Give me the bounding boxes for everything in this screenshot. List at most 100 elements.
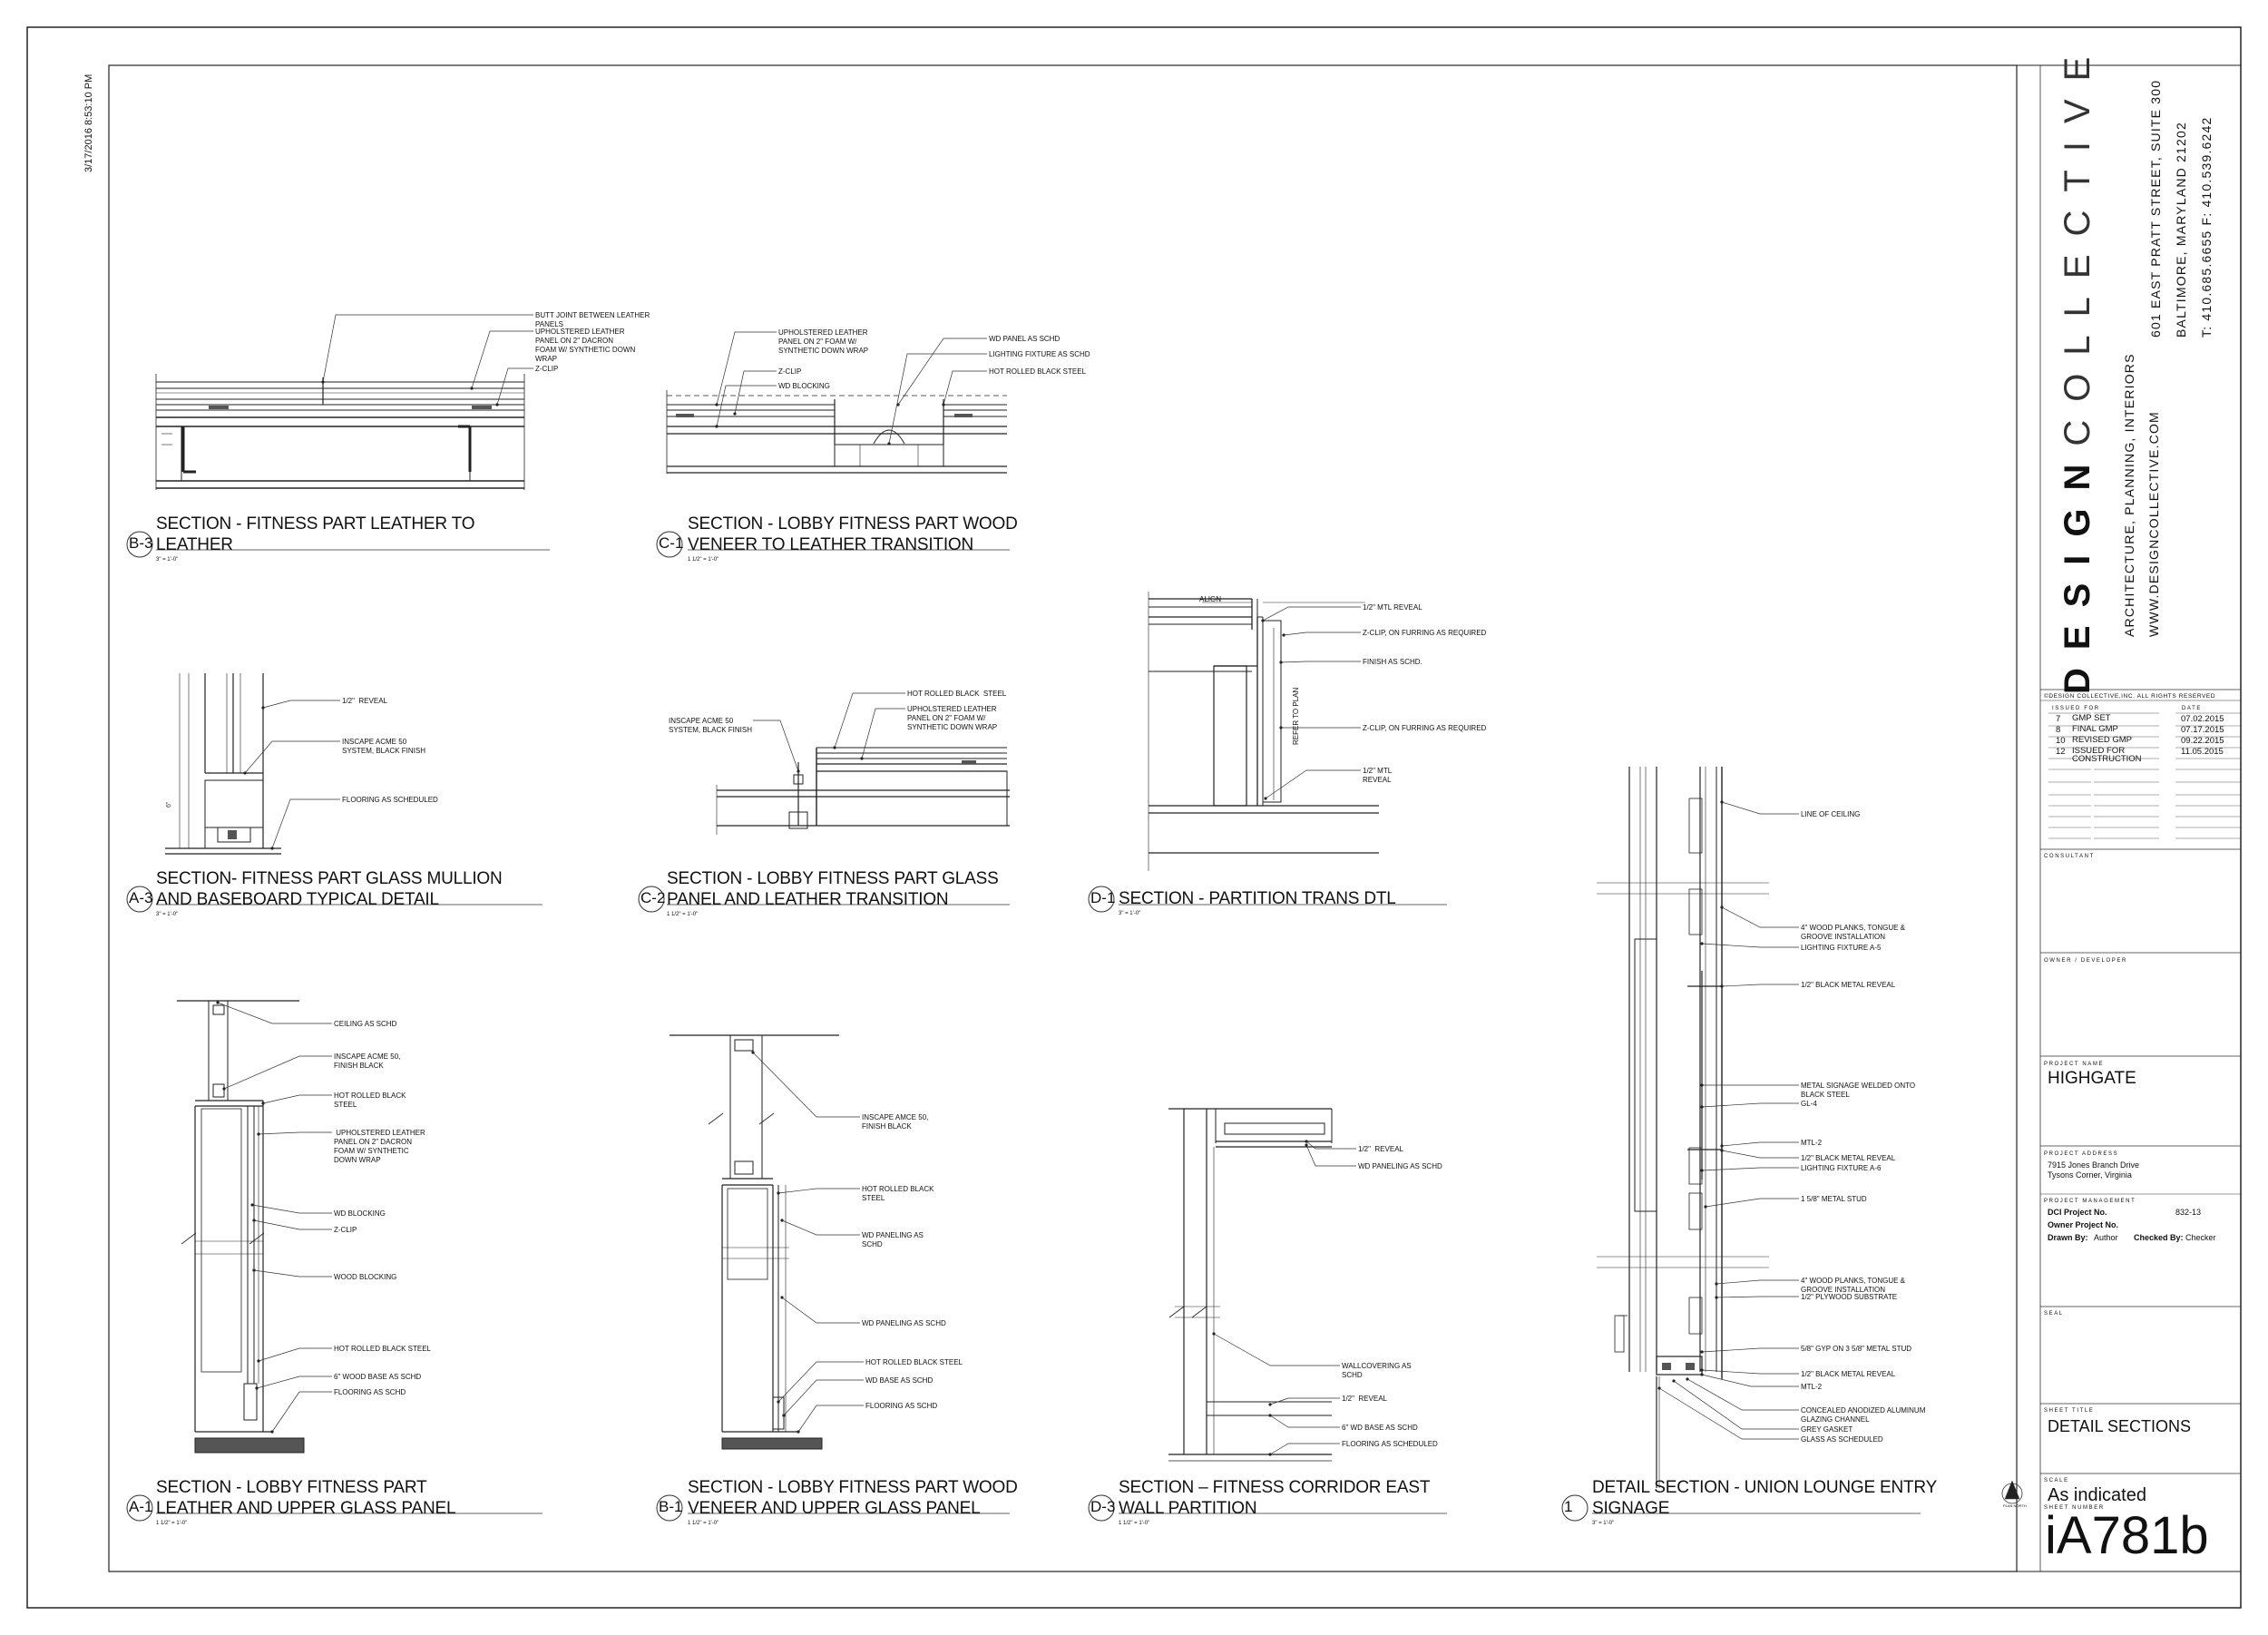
section-tag: A-3 xyxy=(129,889,153,906)
annotation-note: FINISH AS SCHD. xyxy=(1363,658,1422,666)
revision-date: 07.17.2015 xyxy=(2181,725,2224,735)
section-title-line: SECTION - LOBBY FITNESS PART GLASS xyxy=(667,869,999,888)
leader-line xyxy=(1265,769,1361,799)
section-title-line: SECTION- FITNESS PART GLASS MULLION xyxy=(156,869,503,888)
annotation-note: UPHOLSTERED LEATHER PANEL ON 2" DACRON F… xyxy=(334,1129,425,1164)
leader-line xyxy=(1658,1387,1799,1440)
leader-dot xyxy=(250,1203,254,1207)
break-line xyxy=(249,1232,265,1245)
firm-tagline: ARCHITECTURE, PLANNING, INTERIORS xyxy=(2122,353,2136,637)
leader-line xyxy=(1721,1141,1799,1147)
leader-line xyxy=(1305,1144,1356,1167)
leader-line xyxy=(797,1405,864,1433)
sheet-number-label: SHEET NUMBER xyxy=(2044,1505,2105,1511)
section-title-line: DETAIL SECTION - UNION LOUNGE ENTRY xyxy=(1592,1478,1938,1497)
annotation-note: WD PANELING AS SCHD xyxy=(862,1231,924,1248)
leader-dot xyxy=(1720,906,1724,909)
break-line xyxy=(181,1232,197,1245)
leader-line xyxy=(1721,984,1799,987)
detail-rect xyxy=(243,1383,258,1421)
annotation-note: 6" WOOD BASE AS SCHD xyxy=(334,1373,422,1381)
annotation-note: 4" WOOD PLANKS, TONGUE & GROOVE INSTALLA… xyxy=(1801,924,1906,941)
hatch-fill xyxy=(1686,1363,1695,1370)
revision-date: 07.02.2015 xyxy=(2181,714,2224,724)
section-tag: C-2 xyxy=(640,889,666,906)
section-scale: 1 1/2" = 1'-0" xyxy=(667,912,699,917)
annotation-note: HOT ROLLED BLACK STEEL xyxy=(334,1345,431,1353)
detail-rect xyxy=(200,1108,242,1373)
detail-rect xyxy=(1688,888,1703,935)
leader-dot xyxy=(1700,1373,1704,1376)
leader-dot xyxy=(780,1296,784,1299)
detail-rect xyxy=(721,1437,823,1450)
leader-dot xyxy=(222,1087,226,1091)
leader-line xyxy=(777,1188,860,1194)
annotation-note: LIGHTING FIXTURE A-5 xyxy=(1801,944,1882,952)
annotation-note: INSCAPE ACME 50 SYSTEM, BLACK FINISH xyxy=(342,738,426,755)
break-line xyxy=(758,1112,775,1125)
drawn-by: Author xyxy=(2094,1233,2118,1242)
revision-number: 10 xyxy=(2056,736,2066,746)
leader-line xyxy=(471,330,533,389)
leader-line xyxy=(271,1391,332,1433)
dci-project-number: 832-13 xyxy=(2175,1208,2202,1217)
leader-line xyxy=(1721,906,1799,928)
annotation-note: FLOORING AS SCHD xyxy=(865,1402,938,1410)
leader-line xyxy=(1305,1141,1356,1150)
leader-line xyxy=(262,1094,332,1104)
section-scale: 1 1/2" = 1'-0" xyxy=(688,1521,719,1526)
revision-description: ISSUED FOR CONSTRUCTION xyxy=(2072,746,2142,764)
leader-dot xyxy=(257,1359,260,1363)
annotation-note: GL-4 xyxy=(1801,1100,1817,1108)
detail-rect xyxy=(1688,1147,1703,1185)
leader-line xyxy=(1701,1167,1799,1171)
section-tag-bubble xyxy=(1088,1494,1115,1522)
leader-dot xyxy=(1700,1083,1704,1087)
break-line xyxy=(1191,1306,1207,1318)
section-tag: D-3 xyxy=(1090,1498,1116,1515)
detail-rect xyxy=(727,1188,768,1280)
leader-line xyxy=(1721,801,1799,815)
leader-dot xyxy=(1282,633,1286,637)
firm-address-line2: BALTIMORE, MARYLAND 21202 xyxy=(2174,121,2188,338)
annotation-note: 6" WD BASE AS SCHD xyxy=(1342,1424,1418,1432)
section-tag: C-1 xyxy=(659,534,684,552)
checked-by: Checker xyxy=(2185,1233,2216,1242)
leader-line xyxy=(1705,1198,1799,1208)
light-fixture xyxy=(873,429,905,445)
leader-dot xyxy=(860,757,864,760)
hatch-fill xyxy=(1662,1363,1671,1370)
leader-dot xyxy=(780,1219,784,1222)
annotation-note: WD PANELING AS SCHD xyxy=(1358,1162,1442,1170)
annotation-note: FLOORING AS SCHD xyxy=(334,1388,406,1396)
leader-dot xyxy=(1720,1144,1724,1148)
detail-rect xyxy=(834,444,944,467)
detail-rect xyxy=(1688,1297,1703,1335)
section-title-line: LEATHER xyxy=(156,535,233,554)
leader-line xyxy=(1283,631,1361,636)
leader-dot xyxy=(777,1191,780,1195)
leader-line xyxy=(1686,1378,1799,1411)
break-line xyxy=(708,1112,724,1125)
annotation-note: MTL-2 xyxy=(1801,1383,1823,1391)
revision-date: 09.22.2015 xyxy=(2181,736,2224,746)
leader-line xyxy=(253,1219,332,1230)
leader-dot xyxy=(1715,1282,1718,1286)
annotation-note: WD PANELING AS SCHD xyxy=(862,1319,946,1327)
leader-line xyxy=(256,1376,332,1389)
section-title-line: SECTION - PARTITION TRANS DTL xyxy=(1119,889,1396,908)
leader-dot xyxy=(1261,619,1265,622)
leader-dot xyxy=(216,1001,220,1004)
leader-line xyxy=(1269,1397,1340,1405)
leader-dot xyxy=(1704,1205,1707,1209)
annotation-note: HOT ROLLED BLACK STEEL xyxy=(907,690,1007,698)
annotation-note: HOT ROLLED BLACK STEEL xyxy=(334,1092,406,1109)
annotation-note: WD BLOCKING xyxy=(334,1209,386,1218)
leader-line xyxy=(897,338,987,406)
hatch-fill xyxy=(209,406,229,409)
leader-dot xyxy=(1700,942,1704,945)
annotation-note: UPHOLSTERED LEATHER PANEL ON 2" DACRON F… xyxy=(535,328,636,363)
